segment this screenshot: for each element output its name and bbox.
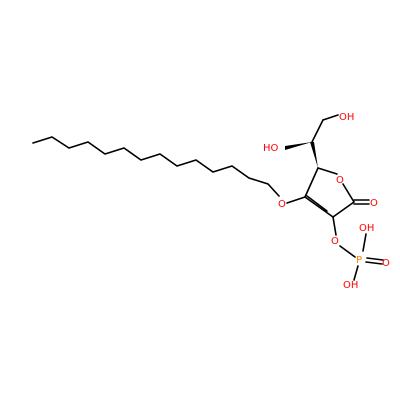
p-oh-bottom-bond [353,265,359,281]
atom-phosphorus: P [356,255,362,266]
wedge-bond-c5 [310,142,318,168]
dodecyl-chain [32,136,280,197]
atom-o-ether: O [278,199,286,210]
ether-bond-ring [286,196,306,204]
side-chain-bond-1 [311,119,324,143]
wedge-bond-ho [285,142,312,150]
ring-double-bond-inner [306,195,328,212]
ring-bond-c1-c2 [332,201,355,218]
atom-o-p-double: O [382,258,390,269]
atom-ho-left: HO [263,143,279,154]
side-chain-bond-oh [322,114,339,121]
ring-bond-c4-c5 [304,167,319,198]
ring-bond-c5-o [317,167,338,175]
atom-oh-p-bottom: OH [343,280,358,291]
alkyl-chain-bonds [32,136,280,197]
atom-o-ring: O [336,175,344,186]
lactone-ring [304,167,355,218]
p-o-double-bond-1 [366,257,384,261]
ester-o-p-bond [339,245,356,258]
atom-oh-top: OH [339,112,354,123]
p-oh-top-bond [362,233,367,252]
ring-bond-o-c1 [342,183,355,203]
ring-bond-c2-c3 [304,196,334,218]
p-o-double-bond-2 [365,261,383,265]
atom-oh-p-top: OH [359,223,374,234]
atom-o-carbonyl: O [370,198,378,209]
phosphate-ester-bond [332,216,337,236]
atom-o-phosphate-ester: O [331,236,339,247]
